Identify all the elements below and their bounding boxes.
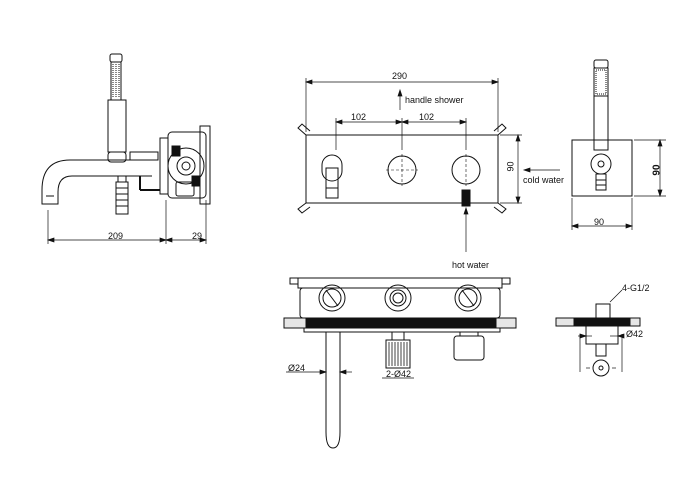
dim-detail-diameter: Ø42 (626, 329, 644, 339)
dim-right-width: 90 (594, 217, 605, 227)
right-plate (571, 139, 633, 197)
dim-side-width: 209 (108, 231, 124, 241)
plan-view (283, 277, 517, 449)
dim-spout-diameter: Ø24 (288, 363, 306, 373)
side-valve-body (139, 125, 211, 205)
side-handshower (107, 53, 127, 163)
side-spout (41, 151, 159, 205)
dim-spacing-left: 102 (351, 112, 367, 122)
dim-front-height: 90 (505, 161, 516, 172)
front-dimensions (304, 78, 560, 252)
knurl (388, 342, 408, 366)
front-view (297, 78, 560, 252)
dim-right-height: 90 (651, 164, 663, 176)
label-cold-water: cold water (523, 175, 565, 185)
dim-hose-diameter: 2-Ø42 (386, 369, 412, 379)
side-dimensions (46, 200, 208, 244)
label-thread: 4-G1/2 (622, 283, 650, 293)
label-handle-shower: handle shower (405, 95, 464, 105)
right-view (570, 59, 666, 230)
detail-dimensions (578, 289, 625, 372)
dim-front-width: 290 (392, 71, 408, 81)
dim-side-depth: 29 (192, 231, 203, 241)
right-dimensions (570, 138, 666, 230)
label-hot-water: hot water (452, 260, 490, 270)
plan-dimensions (286, 369, 414, 379)
dim-spacing-right: 102 (419, 112, 435, 122)
detail-view (555, 289, 641, 377)
side-hose (115, 175, 129, 215)
side-view (41, 53, 211, 244)
